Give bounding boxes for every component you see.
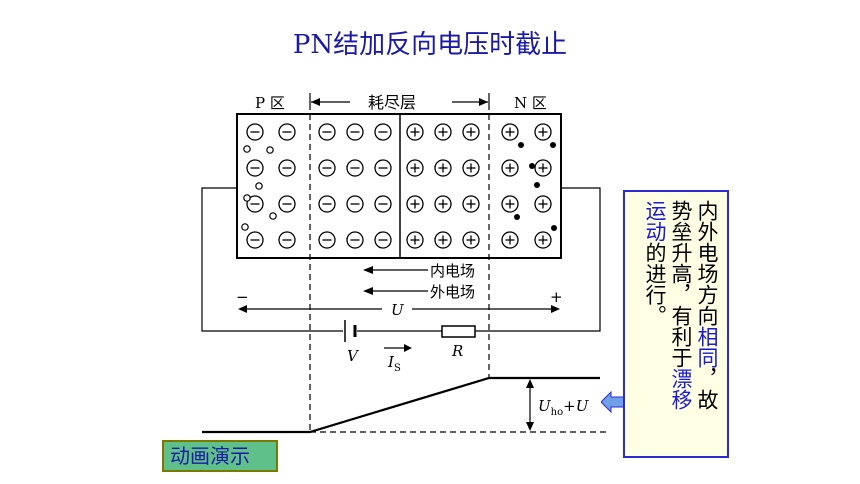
- hole-carrier: [243, 145, 251, 153]
- pointer-arrow-icon: [601, 391, 625, 413]
- electron-carrier: [550, 142, 556, 148]
- depletion-label: 耗尽层: [368, 93, 416, 112]
- hole-carrier: [255, 182, 263, 190]
- negative-ion: [278, 231, 296, 249]
- negative-ion: [278, 195, 296, 213]
- positive-ion: [406, 231, 424, 249]
- barrier-profile: [202, 376, 600, 434]
- carrier-dots: [241, 142, 557, 231]
- note-column-2: 势垒升高，有利于漂移: [669, 200, 693, 410]
- positive-ion: [406, 123, 424, 141]
- positive-ion: [434, 231, 452, 249]
- electron-carrier: [518, 142, 524, 148]
- negative-ion: [318, 231, 336, 249]
- source-label: V: [347, 347, 360, 365]
- positive-ion: [462, 195, 480, 213]
- barrier-height-label: Uho+U: [538, 397, 590, 418]
- hole-carrier: [266, 146, 274, 154]
- hole-carrier: [243, 194, 251, 202]
- positive-ion: [534, 123, 552, 141]
- minus-sign: −: [236, 288, 249, 306]
- negative-ion: [246, 195, 264, 213]
- explanation-note: 内外电场方向相同，故 势垒升高，有利于漂移 运动的进行。: [623, 190, 729, 458]
- negative-ion: [374, 159, 392, 177]
- positive-ion: [434, 123, 452, 141]
- animation-demo-button[interactable]: 动画演示: [162, 440, 278, 472]
- negative-ion: [346, 123, 364, 141]
- negative-ion: [318, 159, 336, 177]
- ion-grid: [246, 123, 552, 249]
- semiconductor-block: [236, 113, 562, 259]
- inner-field-label: 内电场: [430, 262, 475, 280]
- negative-ion: [246, 123, 264, 141]
- negative-ion: [346, 195, 364, 213]
- note-column-1: 内外电场方向相同，故: [695, 200, 719, 410]
- negative-ion: [346, 231, 364, 249]
- external-circuit: [201, 187, 601, 332]
- electron-carrier: [529, 163, 535, 169]
- positive-ion: [434, 195, 452, 213]
- current-label: IS: [387, 353, 401, 374]
- p-region-label: P 区: [255, 94, 285, 112]
- positive-ion: [501, 195, 519, 213]
- positive-ion: [534, 231, 552, 249]
- electron-carrier: [551, 225, 557, 231]
- electron-carrier: [514, 214, 520, 220]
- negative-ion: [346, 159, 364, 177]
- note-column-3: 运动的进行。: [643, 200, 667, 326]
- outer-field-arrow: [363, 287, 428, 295]
- positive-ion: [434, 159, 452, 177]
- page-title: PN结加反向电压时截止: [292, 30, 568, 60]
- negative-ion: [374, 195, 392, 213]
- barrier-height-arrow: [526, 379, 534, 431]
- outer-field-label: 外电场: [430, 283, 475, 301]
- negative-ion: [318, 195, 336, 213]
- hole-carrier: [241, 223, 249, 231]
- positive-ion: [462, 123, 480, 141]
- resistor-label: R: [451, 342, 463, 360]
- electron-carrier: [534, 182, 540, 188]
- negative-ion: [278, 123, 296, 141]
- positive-ion: [534, 159, 552, 177]
- resistor-symbol: [441, 325, 476, 338]
- positive-ion: [534, 195, 552, 213]
- positive-ion: [406, 159, 424, 177]
- negative-ion: [374, 123, 392, 141]
- plus-sign: +: [550, 288, 563, 306]
- positive-ion: [501, 231, 519, 249]
- applied-voltage-arrow: [238, 305, 560, 313]
- negative-ion: [278, 159, 296, 177]
- depletion-width-arrow: [309, 93, 490, 110]
- negative-ion: [318, 123, 336, 141]
- positive-ion: [462, 231, 480, 249]
- positive-ion: [501, 123, 519, 141]
- positive-ion: [501, 159, 519, 177]
- current-arrow: [384, 344, 412, 352]
- negative-ion: [374, 231, 392, 249]
- n-region-label: N 区: [514, 94, 547, 112]
- hole-carrier: [269, 212, 277, 220]
- negative-ion: [246, 159, 264, 177]
- battery-symbol: [344, 320, 357, 342]
- positive-ion: [406, 195, 424, 213]
- applied-voltage-label: U: [391, 301, 405, 319]
- inner-field-arrow: [363, 266, 428, 274]
- negative-ion: [246, 231, 264, 249]
- positive-ion: [462, 159, 480, 177]
